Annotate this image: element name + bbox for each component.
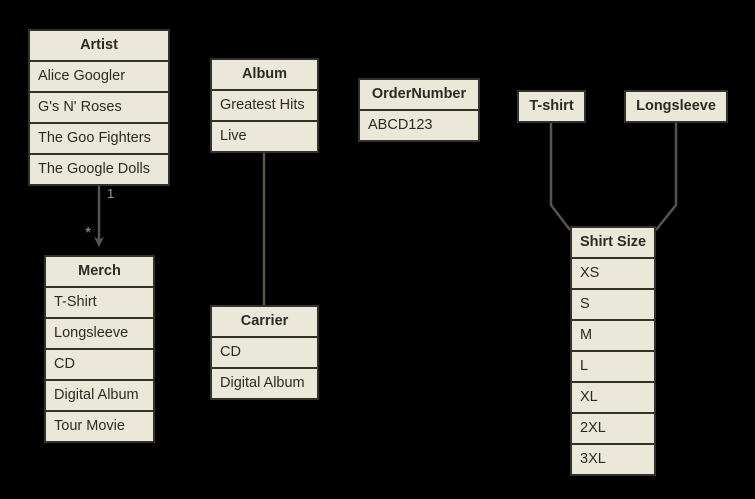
node-artist-item-0[interactable]: Alice Googler [30, 60, 168, 91]
node-shirt-size-header: Shirt Size [572, 228, 654, 257]
node-album-item-0[interactable]: Greatest Hits [212, 89, 317, 120]
node-order-number-header: OrderNumber [360, 80, 478, 109]
node-longsleeve[interactable]: Longsleeve [624, 90, 728, 123]
node-merch-item-0[interactable]: T-Shirt [46, 286, 153, 317]
node-shirt-size-item-5[interactable]: 2XL [572, 412, 654, 443]
node-album-header: Album [212, 60, 317, 89]
node-merch-item-2[interactable]: CD [46, 348, 153, 379]
edge-artist-merch-source-multiplicity: 1 [107, 186, 115, 201]
node-merch-header: Merch [46, 257, 153, 286]
node-album[interactable]: Album Greatest Hits Live [210, 58, 319, 153]
node-artist-header: Artist [30, 31, 168, 60]
edge-tshirt-shirtsize [549, 120, 571, 231]
node-carrier-item-0[interactable]: CD [212, 336, 317, 367]
edge-artist-merch-target-multiplicity: * [85, 225, 92, 242]
node-shirt-size-item-1[interactable]: S [572, 288, 654, 319]
node-carrier-header: Carrier [212, 307, 317, 336]
edge-longsleeve-shirtsize [655, 120, 678, 231]
node-shirt-size-item-6[interactable]: 3XL [572, 443, 654, 474]
node-shirt-size-item-0[interactable]: XS [572, 257, 654, 288]
node-merch-item-3[interactable]: Digital Album [46, 379, 153, 410]
node-shirt-size-item-4[interactable]: XL [572, 381, 654, 412]
node-longsleeve-header: Longsleeve [626, 92, 726, 121]
node-artist[interactable]: Artist Alice Googler G's N' Roses The Go… [28, 29, 170, 186]
node-merch[interactable]: Merch T-Shirt Longsleeve CD Digital Albu… [44, 255, 155, 443]
node-album-item-1[interactable]: Live [212, 120, 317, 151]
node-shirt-size-item-2[interactable]: M [572, 319, 654, 350]
node-merch-item-4[interactable]: Tour Movie [46, 410, 153, 441]
node-artist-item-3[interactable]: The Google Dolls [30, 153, 168, 184]
node-order-number[interactable]: OrderNumber ABCD123 [358, 78, 480, 142]
node-carrier-item-1[interactable]: Digital Album [212, 367, 317, 398]
node-artist-item-1[interactable]: G's N' Roses [30, 91, 168, 122]
node-merch-item-1[interactable]: Longsleeve [46, 317, 153, 348]
node-carrier[interactable]: Carrier CD Digital Album [210, 305, 319, 400]
node-shirt-size[interactable]: Shirt Size XS S M L XL 2XL 3XL [570, 226, 656, 476]
node-order-number-item-0[interactable]: ABCD123 [360, 109, 478, 140]
node-tshirt[interactable]: T-shirt [517, 90, 586, 123]
node-shirt-size-item-3[interactable]: L [572, 350, 654, 381]
node-tshirt-header: T-shirt [519, 92, 584, 121]
node-artist-item-2[interactable]: The Goo Fighters [30, 122, 168, 153]
